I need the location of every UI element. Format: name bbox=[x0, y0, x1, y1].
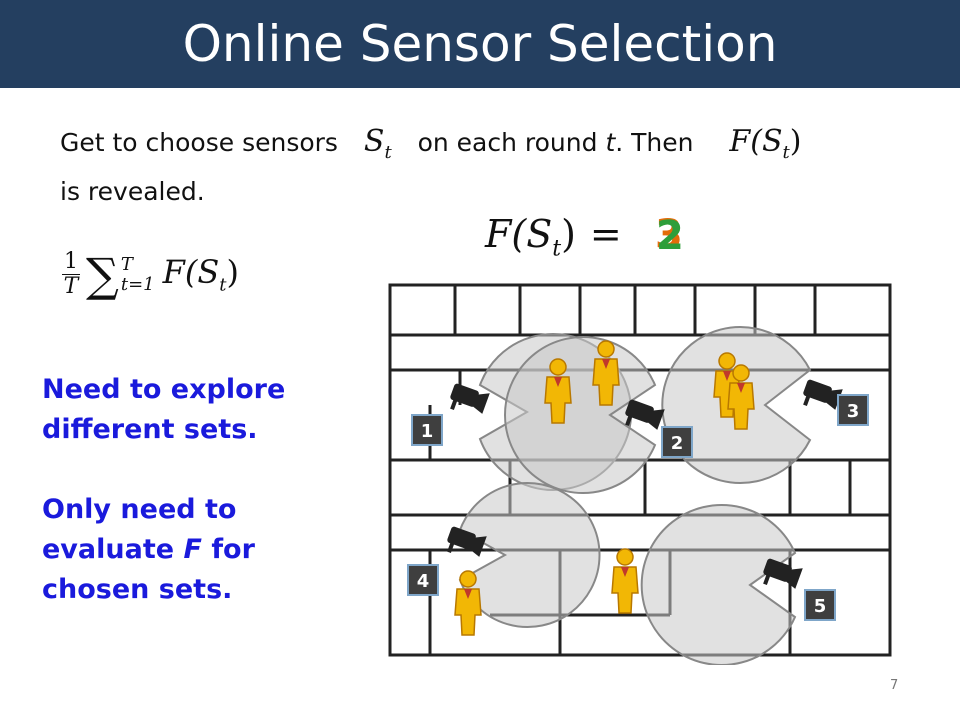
sensor-badge-4: 4 bbox=[407, 564, 439, 596]
svg-text:2: 2 bbox=[671, 433, 684, 454]
sensor-badge-3: 3 bbox=[837, 394, 869, 426]
slide-title: Online Sensor Selection bbox=[182, 15, 778, 73]
sensor-badges: 1 2 3 4 5 bbox=[407, 394, 869, 621]
sensor-badge-5: 5 bbox=[804, 589, 836, 621]
svg-text:5: 5 bbox=[814, 596, 827, 617]
page-number: 7 bbox=[890, 678, 899, 693]
objective-value-new: 2 bbox=[656, 213, 684, 259]
camera-icon bbox=[802, 378, 843, 410]
math-s-t: St bbox=[363, 124, 392, 163]
note-explore: Need to explore different sets. bbox=[42, 374, 286, 445]
intro-part-2: on each round bbox=[417, 128, 598, 157]
intro-part-1: Get to choose sensors bbox=[60, 128, 338, 157]
math-f-s-t: F(St) bbox=[729, 124, 802, 163]
person-icon bbox=[611, 548, 639, 614]
coverage-sensor-4 bbox=[458, 482, 601, 628]
svg-text:1: 1 bbox=[421, 421, 434, 442]
svg-text:4: 4 bbox=[417, 571, 430, 592]
note-evaluate: Only need to evaluate F for chosen sets. bbox=[42, 494, 255, 605]
round-variable: t bbox=[605, 128, 616, 157]
summation: ∑ T t=1 bbox=[86, 247, 155, 302]
objective-equation: F(St)= bbox=[485, 212, 622, 262]
sensor-badge-1: 1 bbox=[411, 414, 443, 446]
objective-value: 3 2 bbox=[655, 212, 695, 262]
objective-value-old: 3 bbox=[655, 212, 683, 258]
svg-text:3: 3 bbox=[847, 401, 860, 422]
sensor-badge-2: 2 bbox=[661, 426, 693, 458]
average-fraction: 1 T bbox=[62, 249, 80, 299]
intro-part-3: . Then bbox=[615, 128, 694, 157]
average-f: F(St) bbox=[162, 253, 239, 296]
coverage-sensor-5 bbox=[640, 504, 797, 665]
average-formula: 1 T ∑ T t=1 F(St) bbox=[62, 250, 239, 299]
title-bar: Online Sensor Selection bbox=[0, 0, 960, 88]
sensor-coverage bbox=[458, 326, 812, 665]
intro-line-1: Get to choose sensors St on each round t… bbox=[60, 120, 920, 175]
intro-line-2: is revealed. bbox=[60, 177, 205, 206]
floor-plan: 1 2 3 4 5 bbox=[388, 283, 892, 665]
intro-text: Get to choose sensors St on each round t… bbox=[60, 120, 920, 209]
